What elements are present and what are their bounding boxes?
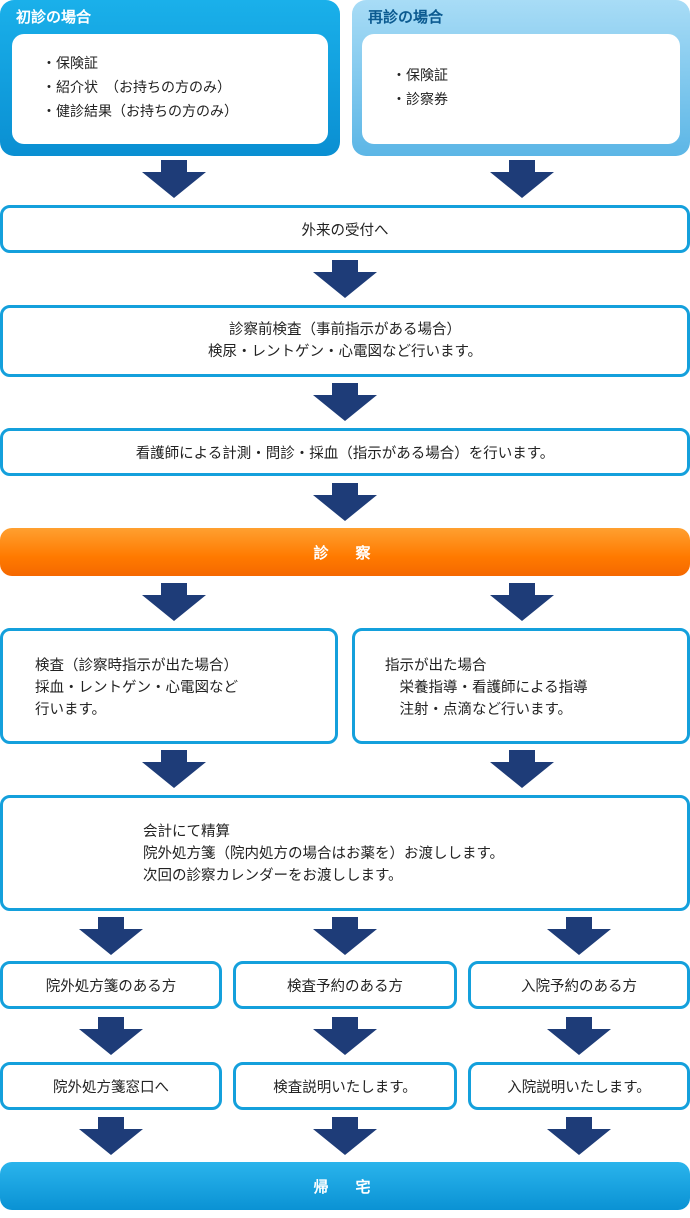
pre-exam-line: 診察前検査（事前指示がある場合）: [229, 322, 461, 338]
return-visit-list-box: ・保険証 ・診察券: [362, 34, 680, 144]
go-home-text: 帰 宅: [313, 1177, 377, 1196]
down-arrow-icon: [313, 1017, 377, 1055]
list-item: ・健診結果（お持ちの方のみ）: [42, 104, 238, 120]
list-item: ・診察券: [392, 92, 448, 108]
down-arrow-icon: [490, 583, 554, 621]
nurse-check-text: 看護師による計測・問診・採血（指示がある場合）を行います。: [135, 445, 555, 462]
next-test-booking-text: 検査説明いたします。: [273, 1079, 417, 1096]
down-arrow-icon: [142, 583, 206, 621]
branch-prescription-text: 院外処方箋のある方: [45, 978, 177, 995]
list-item: ・保険証: [392, 68, 448, 84]
first-visit-items: ・保険証 ・紹介状 （お持ちの方のみ） ・健診結果（お持ちの方のみ）: [42, 52, 238, 124]
exam-right-box: 指示が出た場合 栄養指導・看護師による指導 注射・点滴など行います。: [352, 628, 690, 744]
down-arrow-icon: [313, 1117, 377, 1155]
next-test-booking-box: 検査説明いたします。: [233, 1062, 457, 1110]
next-prescription-box: 院外処方箋窓口へ: [0, 1062, 222, 1110]
reception-text: 外来の受付へ: [301, 222, 389, 239]
exam-left-box: 検査（診察時指示が出た場合） 採血・レントゲン・心電図など 行います。: [0, 628, 338, 744]
down-arrow-icon: [547, 1017, 611, 1055]
down-arrow-icon: [490, 750, 554, 788]
branch-test-booking-text: 検査予約のある方: [287, 978, 403, 995]
return-visit-panel: 再診の場合 ・保険証 ・診察券: [352, 0, 690, 156]
down-arrow-icon: [79, 1117, 143, 1155]
next-admission-booking-text: 入院説明いたします。: [507, 1079, 651, 1096]
exam-right-line: 注射・点滴など行います。: [385, 702, 573, 718]
go-home-banner: 帰 宅: [0, 1162, 690, 1210]
down-arrow-icon: [547, 1117, 611, 1155]
down-arrow-icon: [79, 1017, 143, 1055]
nurse-check-box: 看護師による計測・問診・採血（指示がある場合）を行います。: [0, 428, 690, 476]
consultation-banner: 診 察: [0, 528, 690, 576]
consultation-text: 診 察: [313, 543, 377, 562]
down-arrow-icon: [547, 917, 611, 955]
exam-left-line: 行います。: [35, 702, 107, 718]
next-prescription-text: 院外処方箋窓口へ: [53, 1079, 169, 1096]
down-arrow-icon: [313, 917, 377, 955]
exam-left-line: 検査（診察時指示が出た場合）: [35, 658, 238, 674]
exam-left-line: 採血・レントゲン・心電図など: [35, 680, 238, 696]
down-arrow-icon: [313, 483, 377, 521]
pre-exam-box: 診察前検査（事前指示がある場合） 検尿・レントゲン・心電図など行います。: [0, 305, 690, 377]
down-arrow-icon: [142, 750, 206, 788]
next-admission-booking-box: 入院説明いたします。: [468, 1062, 690, 1110]
down-arrow-icon: [490, 160, 554, 198]
payment-line: 会計にて精算: [143, 824, 230, 840]
exam-right-line: 栄養指導・看護師による指導: [385, 680, 588, 696]
payment-line: 次回の診察カレンダーをお渡しします。: [143, 868, 403, 884]
branch-admission-booking-box: 入院予約のある方: [468, 961, 690, 1009]
payment-line: 院外処方箋（院内処方の場合はお薬を）お渡しします。: [143, 846, 505, 862]
branch-admission-booking-text: 入院予約のある方: [521, 978, 637, 995]
first-visit-list-box: ・保険証 ・紹介状 （お持ちの方のみ） ・健診結果（お持ちの方のみ）: [12, 34, 328, 144]
branch-prescription-box: 院外処方箋のある方: [0, 961, 222, 1009]
list-item: ・保険証: [42, 56, 98, 72]
first-visit-title: 初診の場合: [16, 8, 92, 26]
return-visit-title: 再診の場合: [368, 8, 444, 26]
exam-right-line: 指示が出た場合: [385, 658, 487, 674]
pre-exam-line: 検尿・レントゲン・心電図など行います。: [207, 344, 483, 360]
down-arrow-icon: [142, 160, 206, 198]
reception-box: 外来の受付へ: [0, 205, 690, 253]
list-item: ・紹介状 （お持ちの方のみ）: [42, 80, 231, 96]
payment-box: 会計にて精算 院外処方箋（院内処方の場合はお薬を）お渡しします。 次回の診察カレ…: [0, 795, 690, 911]
down-arrow-icon: [313, 260, 377, 298]
down-arrow-icon: [313, 383, 377, 421]
first-visit-panel: 初診の場合 ・保険証 ・紹介状 （お持ちの方のみ） ・健診結果（お持ちの方のみ）: [0, 0, 340, 156]
down-arrow-icon: [79, 917, 143, 955]
return-visit-items: ・保険証 ・診察券: [392, 64, 448, 112]
branch-test-booking-box: 検査予約のある方: [233, 961, 457, 1009]
